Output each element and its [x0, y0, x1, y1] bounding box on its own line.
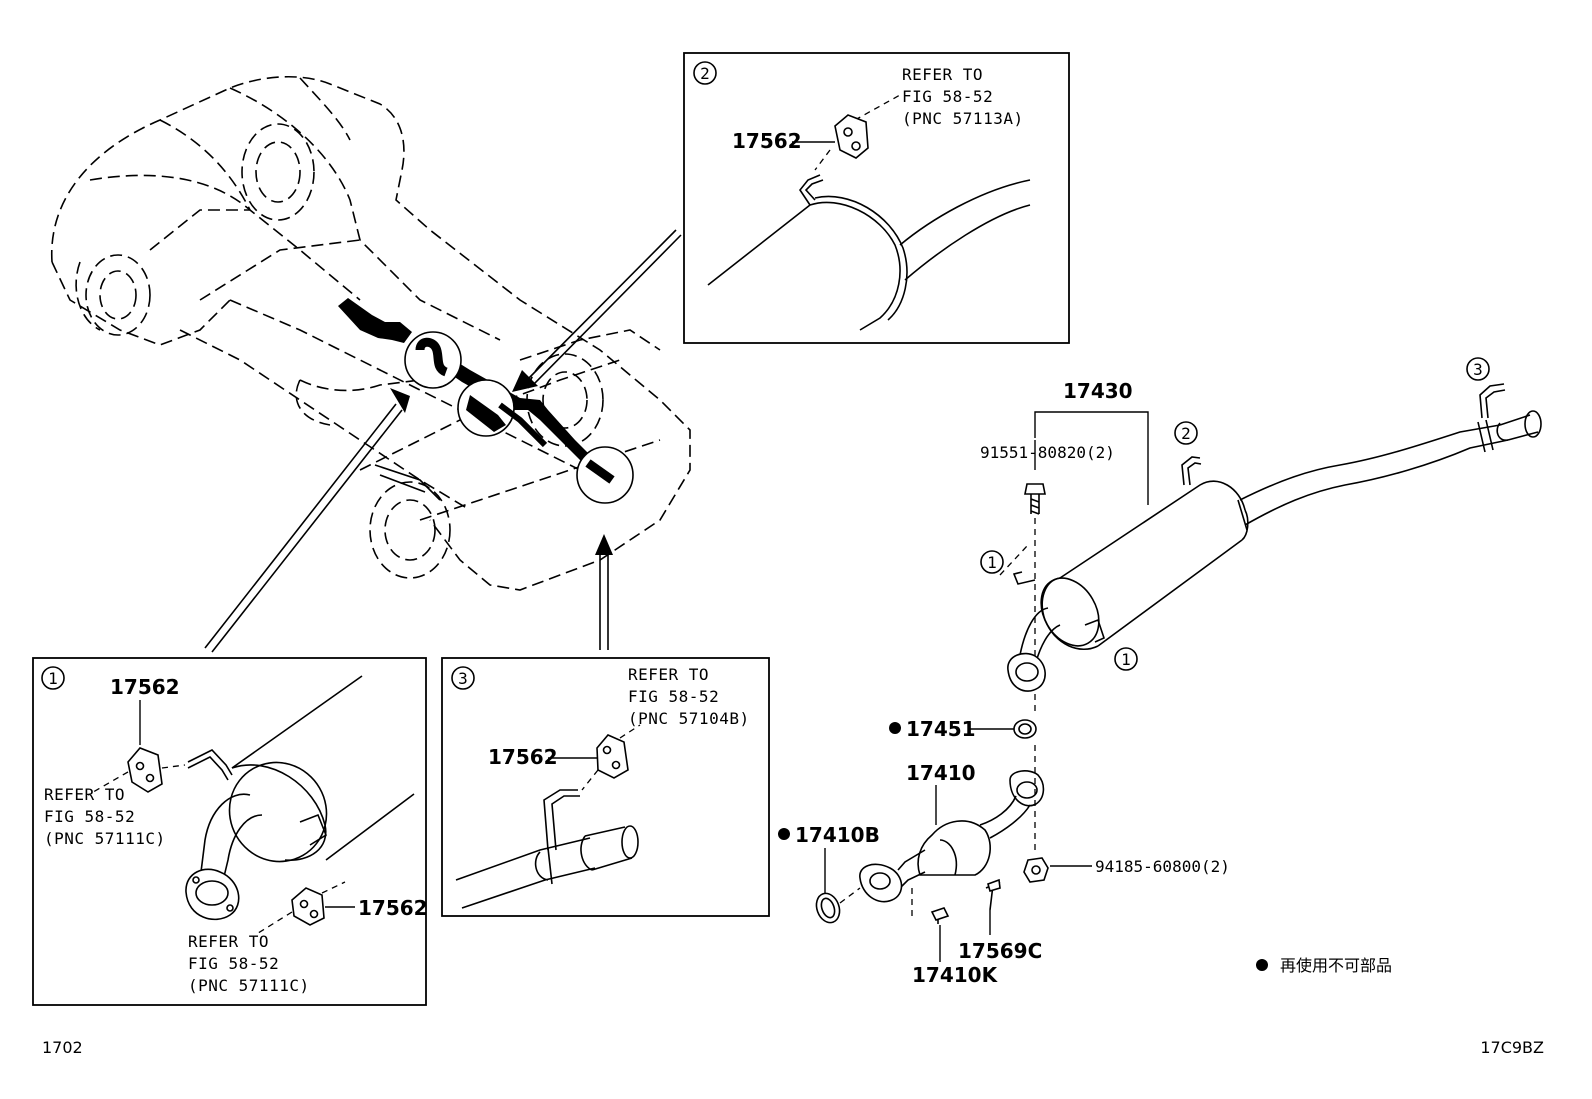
part-number-94185: 94185-60800(2)	[1095, 857, 1230, 876]
part-number-17451: 17451	[906, 717, 976, 741]
footer-right-code: 17C9BZ	[1480, 1038, 1544, 1057]
callout-number: 2	[1181, 424, 1191, 443]
part-number-17410: 17410	[906, 761, 976, 785]
footer-left-code: 1702	[42, 1038, 83, 1057]
callout-number: 1	[987, 553, 997, 572]
refer-line-3: (PNC 57104B)	[628, 709, 750, 728]
refer-bottom-line-2: FIG 58-52	[188, 954, 279, 973]
part-number-17562: 17562	[488, 745, 558, 769]
main-exploded-view: 17430 91551-80820(2) 3 2 1 1	[778, 357, 1542, 987]
part-number-17569C: 17569C	[958, 939, 1042, 963]
pointer-arrows	[204, 229, 682, 653]
refer-line-1: REFER TO	[628, 665, 709, 684]
detail-box-1: 1 17562 REFER TO FIG 58-52 (PNC 57111C)	[32, 657, 428, 1006]
refer-line-2: FIG 58-52	[902, 87, 993, 106]
legend: 再使用不可部品	[1256, 956, 1392, 975]
part-number-17562-bottom: 17562	[358, 896, 428, 920]
refer-bottom-line-3: (PNC 57111C)	[188, 976, 310, 995]
callout-number: 1	[1121, 650, 1131, 669]
refer-top-line-3: (PNC 57111C)	[44, 829, 166, 848]
callout-number: 1	[48, 669, 58, 688]
part-number-17562-top: 17562	[110, 675, 180, 699]
vehicle-underbody-illustration	[51, 76, 691, 591]
bullet-icon	[1256, 959, 1268, 971]
refer-top-line-2: FIG 58-52	[44, 807, 135, 826]
legend-text: 再使用不可部品	[1280, 956, 1392, 975]
callout-number: 3	[458, 669, 468, 688]
detail-box-2: 2 REFER TO FIG 58-52 (PNC 57113A) 17562	[683, 52, 1070, 344]
callout-number: 3	[1473, 360, 1483, 379]
detail-box-3: 3 REFER TO FIG 58-52 (PNC 57104B) 17562	[441, 657, 770, 917]
refer-bottom-line-1: REFER TO	[188, 932, 269, 951]
refer-line-1: REFER TO	[902, 65, 983, 84]
part-number-17410B: 17410B	[795, 823, 880, 847]
part-number-17562: 17562	[732, 129, 802, 153]
part-number-91551: 91551-80820(2)	[980, 443, 1115, 462]
part-number-17410K: 17410K	[912, 963, 999, 987]
refer-top-line-1: REFER TO	[44, 785, 125, 804]
refer-line-3: (PNC 57113A)	[902, 109, 1024, 128]
refer-line-2: FIG 58-52	[628, 687, 719, 706]
callout-number: 2	[700, 64, 710, 83]
part-number-17430: 17430	[1063, 379, 1133, 403]
